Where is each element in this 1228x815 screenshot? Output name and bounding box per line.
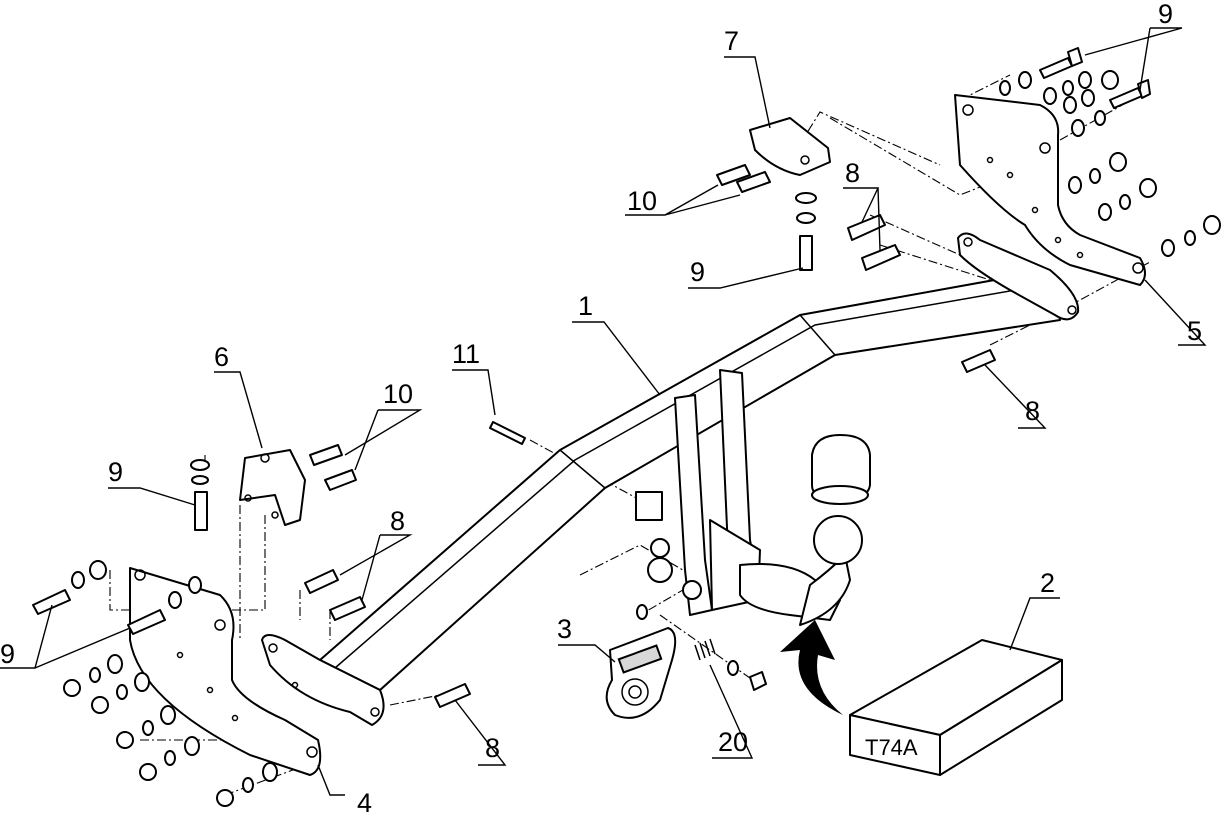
label-part-8-left: 8 [390, 506, 405, 536]
label-part-8-right: 8 [1025, 396, 1040, 426]
bolts-8-upper [847, 214, 901, 271]
label-part-6: 6 [214, 342, 229, 372]
label-part-4: 4 [357, 788, 372, 815]
label-part-9-top-right: 9 [1158, 0, 1173, 29]
socket-plate [605, 604, 677, 719]
label-part-5: 5 [1187, 316, 1202, 346]
cross-beam [261, 232, 1080, 726]
left-bracket-fasteners [32, 560, 278, 807]
box-label: T74A [865, 735, 918, 760]
part-numbers: 1 2 3 4 5 6 7 8 8 8 8 9 9 9 9 10 10 11 2… [0, 0, 1202, 815]
label-part-20: 20 [718, 727, 748, 757]
leader-lines [0, 27, 1207, 796]
bracket-6 [190, 444, 357, 531]
spring-20 [694, 638, 767, 691]
right-side-bracket [954, 94, 1146, 286]
label-part-8-upper: 8 [845, 158, 860, 188]
tow-ball [811, 434, 871, 565]
right-bracket-fasteners [999, 47, 1221, 257]
label-part-9-bottom-left: 9 [0, 639, 15, 669]
label-part-1: 1 [578, 291, 593, 321]
bracket-7 [716, 117, 831, 271]
ball-neck-mount [635, 369, 851, 626]
label-part-11: 11 [452, 339, 480, 369]
label-part-10-left: 10 [383, 379, 413, 409]
label-part-9-left: 9 [108, 457, 123, 487]
label-part-7: 7 [724, 26, 739, 56]
package-box [849, 639, 1063, 776]
label-part-2: 2 [1040, 568, 1055, 598]
bolts-8-left [304, 349, 996, 708]
bolt-11 [489, 421, 526, 445]
label-part-3: 3 [557, 614, 572, 644]
curved-arrow [780, 620, 843, 715]
label-part-10-upper: 10 [627, 186, 657, 216]
label-part-8-lower: 8 [485, 733, 500, 763]
label-part-9-middle: 9 [690, 257, 705, 287]
